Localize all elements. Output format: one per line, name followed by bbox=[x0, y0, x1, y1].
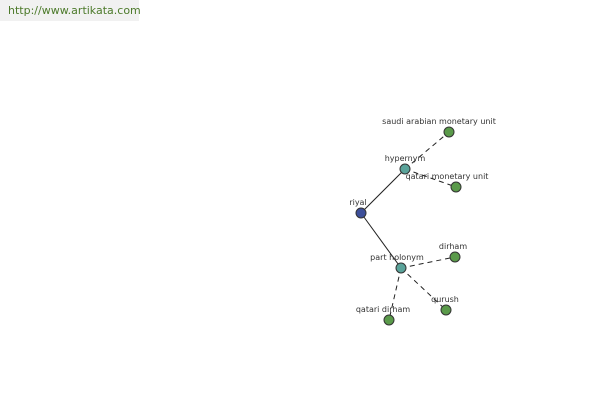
graph-nodes: riyal hypernym part holonym saudi arabian m… bbox=[349, 117, 496, 326]
node-qurush[interactable]: qurush bbox=[431, 295, 459, 316]
node-label-hypernym: hypernym bbox=[385, 154, 426, 163]
node-qatari-dirham[interactable]: qatari dirham bbox=[356, 305, 410, 326]
node-label-qatari-dirham: qatari dirham bbox=[356, 305, 410, 314]
node-label-riyal: riyal bbox=[349, 198, 366, 207]
node-label-part-holonym: part holonym bbox=[370, 253, 424, 262]
node-circle-saudi-arabian-monetary-unit[interactable] bbox=[443, 126, 455, 138]
node-circle-hypernym[interactable] bbox=[399, 163, 411, 175]
edge-hypernym-to-saudi-arabian-monetary-unit bbox=[404, 131, 450, 170]
node-circle-riyal[interactable] bbox=[355, 207, 367, 219]
node-circle-part-holonym[interactable] bbox=[395, 262, 407, 274]
node-label-saudi-arabian-monetary-unit: saudi arabian monetary unit bbox=[382, 117, 496, 126]
node-label-qurush: qurush bbox=[431, 295, 459, 304]
node-saudi-arabian-monetary-unit[interactable]: saudi arabian monetary unit bbox=[382, 117, 496, 138]
node-part-holonym[interactable]: part holonym bbox=[370, 253, 424, 274]
edge-riyal-to-hypernym bbox=[360, 168, 406, 214]
node-circle-qurush[interactable] bbox=[440, 304, 452, 316]
edge-riyal-to-part-holonym bbox=[360, 212, 402, 269]
graph-edges bbox=[360, 131, 457, 321]
edge-part-holonym-to-dirham bbox=[400, 256, 456, 269]
node-qatari-monetary-unit[interactable]: qatari monetary unit bbox=[406, 172, 489, 193]
edge-hypernym-to-qatari-monetary-unit bbox=[404, 168, 457, 188]
node-circle-dirham[interactable] bbox=[449, 251, 461, 263]
edge-part-holonym-to-qurush bbox=[400, 267, 447, 311]
node-hypernym[interactable]: hypernym bbox=[385, 154, 426, 175]
node-riyal[interactable]: riyal bbox=[349, 198, 367, 219]
node-dirham[interactable]: dirham bbox=[439, 242, 467, 263]
node-label-dirham: dirham bbox=[439, 242, 467, 251]
node-circle-qatari-dirham[interactable] bbox=[383, 314, 395, 326]
node-circle-qatari-monetary-unit[interactable] bbox=[450, 181, 462, 193]
node-label-qatari-monetary-unit: qatari monetary unit bbox=[406, 172, 489, 181]
site-url-link[interactable]: http://www.artikata.com bbox=[0, 0, 141, 21]
